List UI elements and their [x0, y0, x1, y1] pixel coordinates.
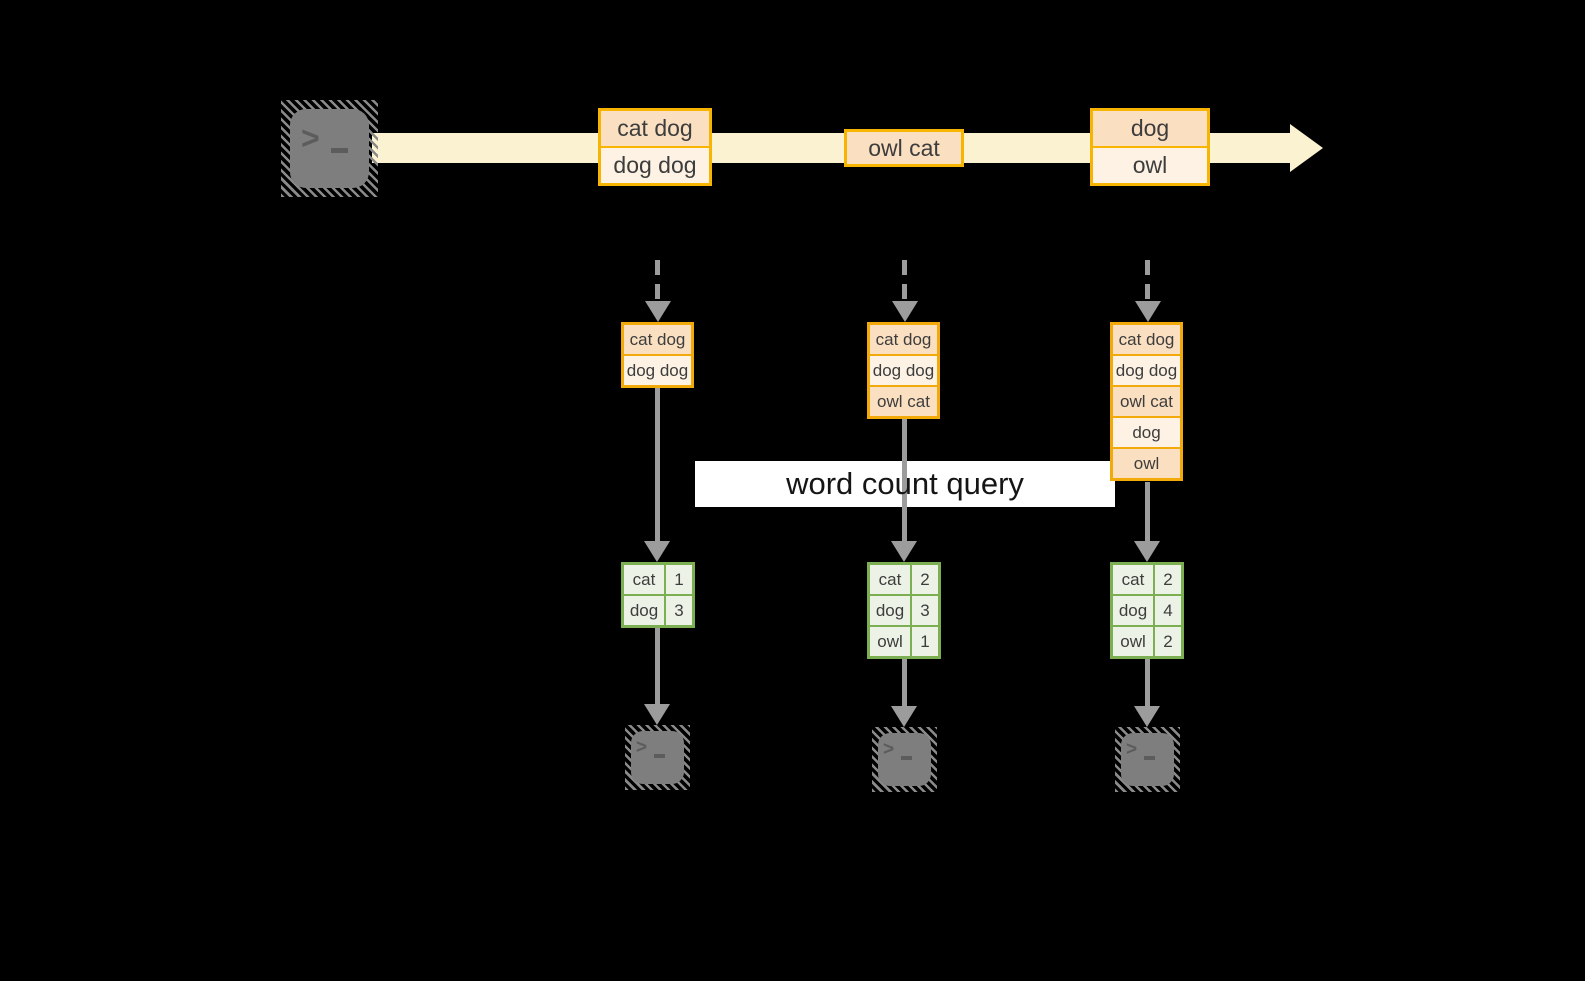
word-cell: owl	[1113, 627, 1153, 656]
stream-record: owl	[1093, 148, 1207, 183]
stream-record: dog	[1093, 111, 1207, 146]
ingest-arrowhead-icon	[1135, 301, 1161, 322]
window-record: dog dog	[624, 356, 691, 385]
sink-terminal-icon: >	[872, 727, 937, 792]
word-cell: dog	[870, 596, 910, 625]
flow-arrow	[655, 388, 660, 542]
window-record: owl cat	[870, 387, 937, 416]
sink-terminal-icon: >	[1115, 727, 1180, 792]
query-label: word count query	[786, 466, 1024, 501]
ingest-arrow	[902, 260, 907, 306]
word-cell: dog	[624, 596, 664, 625]
flow-arrowhead-icon	[1134, 541, 1160, 562]
window-record: dog dog	[870, 356, 937, 385]
count-cell: 3	[666, 596, 692, 625]
stream-batch: dog owl	[1090, 108, 1210, 186]
flow-arrowhead-icon	[1134, 706, 1160, 727]
terminal-cursor-icon	[901, 756, 912, 760]
ingest-arrow	[655, 260, 660, 306]
word-cell: cat	[870, 565, 910, 594]
ingest-arrowhead-icon	[645, 301, 671, 322]
window-record: dog	[1113, 418, 1180, 447]
terminal-plate	[290, 109, 369, 188]
count-cell: 4	[1155, 596, 1181, 625]
stream-record: owl cat	[847, 132, 961, 164]
terminal-prompt-icon: >	[1126, 739, 1138, 760]
stream-record: dog dog	[601, 148, 709, 183]
flow-arrow	[1145, 658, 1150, 707]
terminal-cursor-icon	[331, 148, 348, 153]
terminal-prompt-icon: >	[636, 737, 648, 758]
flow-arrow	[902, 658, 907, 707]
source-terminal-icon: >	[281, 100, 378, 197]
flow-arrow	[1145, 482, 1150, 542]
count-cell: 3	[912, 596, 938, 625]
flow-arrowhead-icon	[891, 706, 917, 727]
word-count-table: cat 1 dog 3	[621, 562, 695, 628]
window-record: cat dog	[624, 325, 691, 354]
stream-batch: owl cat	[844, 129, 964, 167]
ingest-arrow	[1145, 260, 1150, 306]
word-cell: cat	[1113, 565, 1153, 594]
word-cell: owl	[870, 627, 910, 656]
window-buffer: cat dog dog dog owl cat dog owl	[1110, 322, 1183, 481]
stream-record: cat dog	[601, 111, 709, 146]
stream-timeline-arrowhead-icon	[1290, 124, 1323, 172]
word-cell: dog	[1113, 596, 1153, 625]
terminal-cursor-icon	[654, 754, 665, 758]
window-record: dog dog	[1113, 356, 1180, 385]
word-cell: cat	[624, 565, 664, 594]
count-cell: 2	[1155, 627, 1181, 656]
flow-arrowhead-icon	[644, 704, 670, 725]
window-buffer: cat dog dog dog	[621, 322, 694, 388]
window-buffer: cat dog dog dog owl cat	[867, 322, 940, 419]
count-cell: 2	[912, 565, 938, 594]
flow-arrow	[902, 419, 907, 542]
count-cell: 1	[912, 627, 938, 656]
window-record: cat dog	[1113, 325, 1180, 354]
word-count-table: cat 2 dog 3 owl 1	[867, 562, 941, 659]
count-cell: 2	[1155, 565, 1181, 594]
terminal-cursor-icon	[1144, 756, 1155, 760]
word-count-table: cat 2 dog 4 owl 2	[1110, 562, 1184, 659]
flow-arrowhead-icon	[891, 541, 917, 562]
stream-batch: cat dog dog dog	[598, 108, 712, 186]
sink-terminal-icon: >	[625, 725, 690, 790]
count-cell: 1	[666, 565, 692, 594]
window-record: cat dog	[870, 325, 937, 354]
flow-arrowhead-icon	[644, 541, 670, 562]
flow-arrow	[655, 628, 660, 705]
window-record: owl cat	[1113, 387, 1180, 416]
ingest-arrowhead-icon	[892, 301, 918, 322]
terminal-prompt-icon: >	[883, 739, 895, 760]
window-record: owl	[1113, 449, 1180, 478]
terminal-prompt-icon: >	[301, 120, 320, 156]
